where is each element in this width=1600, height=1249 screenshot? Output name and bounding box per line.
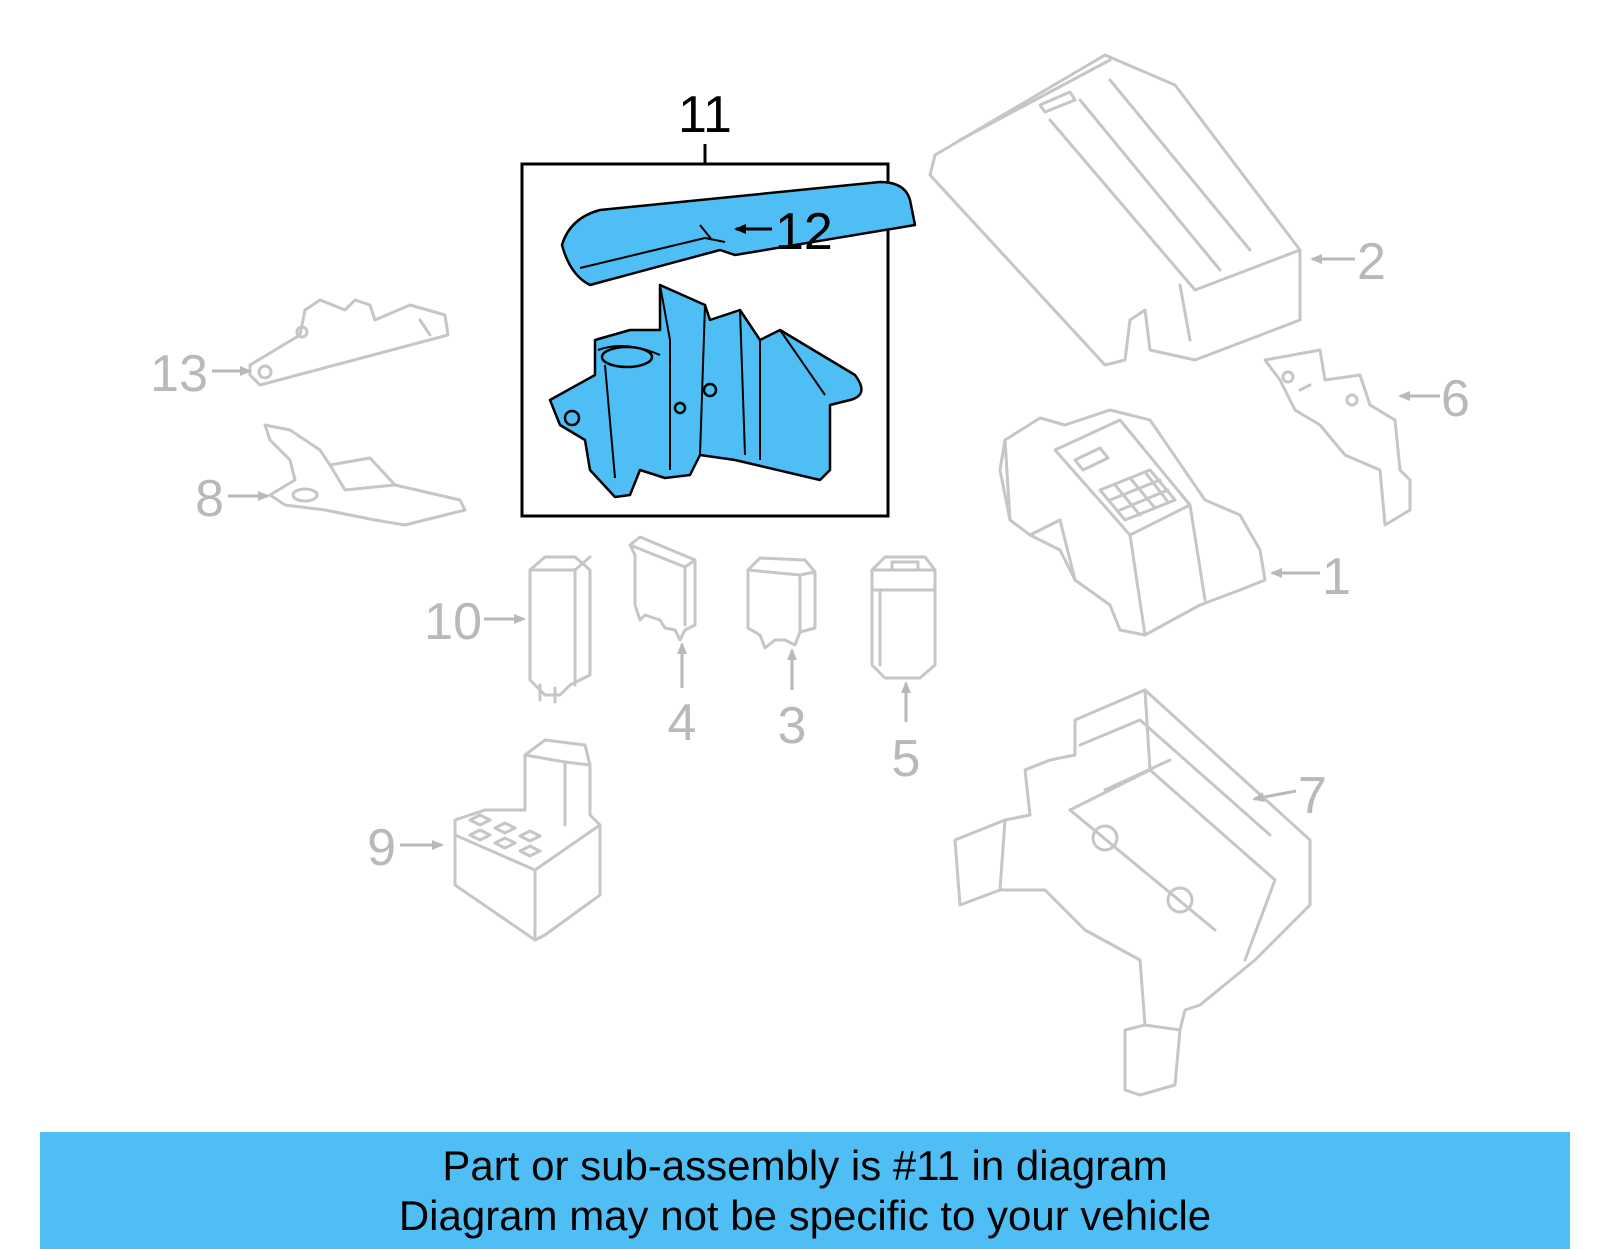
part-2-cover <box>928 53 1302 367</box>
banner-line-2: Diagram may not be specific to your vehi… <box>398 1191 1212 1239</box>
part-1-fuse-box <box>998 408 1267 637</box>
callout-8: 8 <box>195 470 224 528</box>
part-9-connector <box>453 738 602 942</box>
part-6-bracket <box>1263 348 1412 527</box>
callout-13: 13 <box>150 345 208 403</box>
callout-2: 2 <box>1357 233 1386 291</box>
callout-5: 5 <box>892 730 921 788</box>
part-5-fuse <box>870 555 937 680</box>
callout-7-arrow <box>1252 789 1297 803</box>
part-7-tray <box>953 688 1312 1097</box>
callout-3: 3 <box>778 697 807 755</box>
part-3-relay <box>746 556 817 650</box>
callout-10: 10 <box>424 593 482 651</box>
banner-line-1: Part or sub-assembly is #11 in diagram <box>442 1141 1168 1189</box>
part-4-fuse <box>628 535 697 642</box>
callout-1: 1 <box>1322 548 1351 606</box>
part-11-fuse-holder <box>548 283 863 499</box>
callout-7: 7 <box>1298 767 1327 825</box>
callout-12: 12 <box>775 203 833 261</box>
callout-9: 9 <box>367 819 396 877</box>
callout-4: 4 <box>668 694 697 752</box>
part-8-plate <box>263 423 467 527</box>
part-10-relay <box>528 555 592 704</box>
callout-11: 11 <box>678 86 732 144</box>
callout-6: 6 <box>1441 370 1470 428</box>
info-banner: Part or sub-assembly is #11 in diagram D… <box>40 1132 1570 1249</box>
part-13-bracket <box>248 298 450 387</box>
